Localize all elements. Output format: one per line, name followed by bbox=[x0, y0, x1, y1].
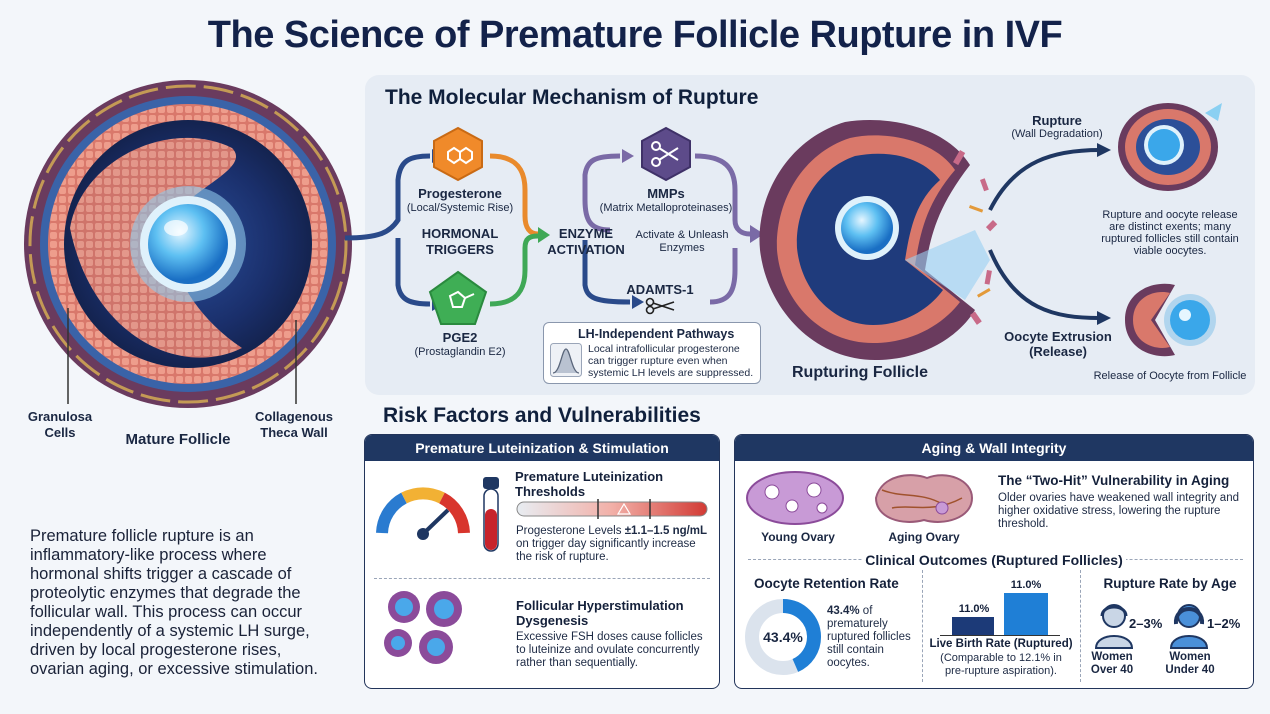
threshold-bar bbox=[516, 499, 708, 519]
ruptured-follicle-icon bbox=[1118, 103, 1222, 191]
aging-card-header: Aging & Wall Integrity bbox=[735, 435, 1253, 461]
bar2-label: 11.0% bbox=[1010, 579, 1042, 591]
oocyte-extrusion-label: Oocyte Extrusion bbox=[1004, 329, 1112, 344]
progesterone-icon bbox=[433, 126, 483, 182]
rupturing-follicle-illustration bbox=[759, 119, 998, 360]
mmps-sub: (Matrix Metalloproteinases) bbox=[599, 202, 733, 214]
card-divider bbox=[374, 578, 710, 579]
retention-note: 43.4% of prematurely ruptured follicles … bbox=[827, 605, 919, 670]
page-title: The Science of Premature Follicle Ruptur… bbox=[207, 14, 1063, 56]
pge2-icon bbox=[428, 270, 488, 325]
oocyte-extrusion-sub: (Release) bbox=[1029, 344, 1087, 359]
mature-follicle-illustration bbox=[24, 80, 352, 408]
lh-box-title: LH-Independent Pathways bbox=[578, 327, 735, 341]
pge2-label: PGE2 bbox=[442, 330, 478, 345]
bar1-label: 11.0% bbox=[958, 603, 990, 615]
lh-independent-box: LH-Independent Pathways Local intrafolli… bbox=[543, 322, 761, 384]
adamts-scissors-icon bbox=[645, 297, 675, 315]
release-note: Release of Oocyte from Follicle bbox=[1093, 370, 1247, 382]
woman-over-40-icon bbox=[1094, 604, 1134, 649]
hyper-title: Follicular Hyperstimulation Dysgenesis bbox=[516, 598, 684, 628]
luteinization-card-header: Premature Luteinization & Stimulation bbox=[365, 435, 719, 461]
threshold-value: ±1.1–1.5 ng/mL bbox=[624, 525, 708, 537]
two-hit-title: The “Two-Hit” Vulnerability in Aging bbox=[998, 473, 1230, 488]
pge2-sub: (Prostaglandin E2) bbox=[414, 346, 506, 358]
over40-value: 2–3% bbox=[1129, 616, 1163, 631]
live-birth-text: (Comparable to 12.1% in pre-rupture aspi… bbox=[940, 652, 1062, 677]
rupture-note: Rupture and oocyte release are distinct … bbox=[1101, 209, 1239, 257]
young-ovary-label: Young Ovary bbox=[761, 530, 835, 544]
hormonal-triggers-label: HORMONAL TRIGGERS bbox=[421, 226, 499, 257]
outcome-arrows bbox=[988, 143, 1111, 325]
mechanism-heading: The Molecular Mechanism of Rupture bbox=[385, 86, 759, 109]
mmps-label: MMPs bbox=[647, 186, 685, 201]
mmps-scissors-icon bbox=[641, 126, 691, 182]
summary-text: Premature follicle rupture is an inflamm… bbox=[30, 527, 318, 678]
risk-heading: Risk Factors and Vulnerabilities bbox=[383, 404, 701, 427]
under40-label: Women Under 40 bbox=[1165, 651, 1215, 676]
outcomes-divider-2 bbox=[1080, 570, 1081, 682]
progesterone-sub: (Local/Systemic Rise) bbox=[406, 202, 514, 214]
bar-baseline bbox=[940, 635, 1060, 636]
live-birth-bar-1 bbox=[952, 617, 994, 635]
threshold-title: Premature Luteinization Thresholds bbox=[515, 469, 664, 499]
curve-graph-icon bbox=[550, 343, 582, 377]
activate-label: Activate & Unleash Enzymes bbox=[635, 229, 729, 254]
theca-wall-label: Collagenous Theca Wall bbox=[254, 409, 333, 440]
follicle-pointer-lines bbox=[67, 308, 297, 404]
live-birth-title: Live Birth Rate (Ruptured) bbox=[929, 638, 1073, 650]
rupturing-follicle-label: Rupturing Follicle bbox=[792, 364, 928, 381]
outcomes-divider-1 bbox=[922, 570, 923, 682]
young-ovary-icon bbox=[746, 471, 844, 525]
enzyme-activation-label: ENZYME ACTIVATION bbox=[547, 226, 625, 257]
blood-tube-icon bbox=[483, 477, 499, 552]
two-hit-text: Older ovaries have weakened wall integri… bbox=[998, 492, 1239, 530]
aging-ovary-label: Aging Ovary bbox=[888, 530, 960, 544]
lh-box-text: Local intrafollicular progesterone can t… bbox=[588, 343, 754, 379]
granulosa-cells-label: Granulosa Cells bbox=[27, 409, 93, 440]
retention-title: Oocyte Retention Rate bbox=[754, 576, 899, 591]
aging-ovary-icon bbox=[874, 474, 974, 523]
under40-value: 1–2% bbox=[1207, 616, 1241, 631]
hyper-text: Excessive FSH doses cause follicles to l… bbox=[516, 631, 703, 669]
mature-follicle-label: Mature Follicle bbox=[125, 431, 231, 448]
woman-under-40-icon bbox=[1169, 604, 1209, 649]
progesterone-label: Progesterone bbox=[418, 186, 502, 201]
retention-value: 43.4% bbox=[763, 629, 803, 645]
threshold-text-pre: Progesterone Levels bbox=[516, 525, 625, 537]
live-birth-bar-2 bbox=[1004, 593, 1048, 635]
retention-donut: 43.4% bbox=[745, 599, 821, 675]
outcomes-title: Clinical Outcomes (Ruptured Follicles) bbox=[862, 552, 1126, 568]
retention-note-text: of prematurely ruptured follicles still … bbox=[827, 605, 911, 669]
over40-label: Women Over 40 bbox=[1090, 651, 1134, 676]
hyperstimulated-follicles-icon bbox=[384, 591, 462, 664]
gauge-icon bbox=[376, 487, 470, 540]
retention-donut-arc bbox=[745, 599, 821, 675]
rupture-label: Rupture bbox=[1032, 113, 1082, 128]
retention-note-bold: 43.4% bbox=[827, 605, 860, 617]
pathway-arrows bbox=[344, 149, 764, 311]
luteinization-card: Premature Luteinization & Stimulation bbox=[364, 434, 720, 689]
adamts-label: ADAMTS-1 bbox=[626, 282, 694, 297]
oocyte-release-icon bbox=[1125, 283, 1216, 357]
threshold-text-post: on trigger day significantly increase th… bbox=[516, 538, 696, 563]
threshold-text: Progesterone Levels ±1.1–1.5 ng/mL on tr… bbox=[516, 525, 712, 564]
rupture-sub: (Wall Degradation) bbox=[1011, 128, 1103, 140]
rupture-rate-title: Rupture Rate by Age bbox=[1103, 576, 1237, 591]
